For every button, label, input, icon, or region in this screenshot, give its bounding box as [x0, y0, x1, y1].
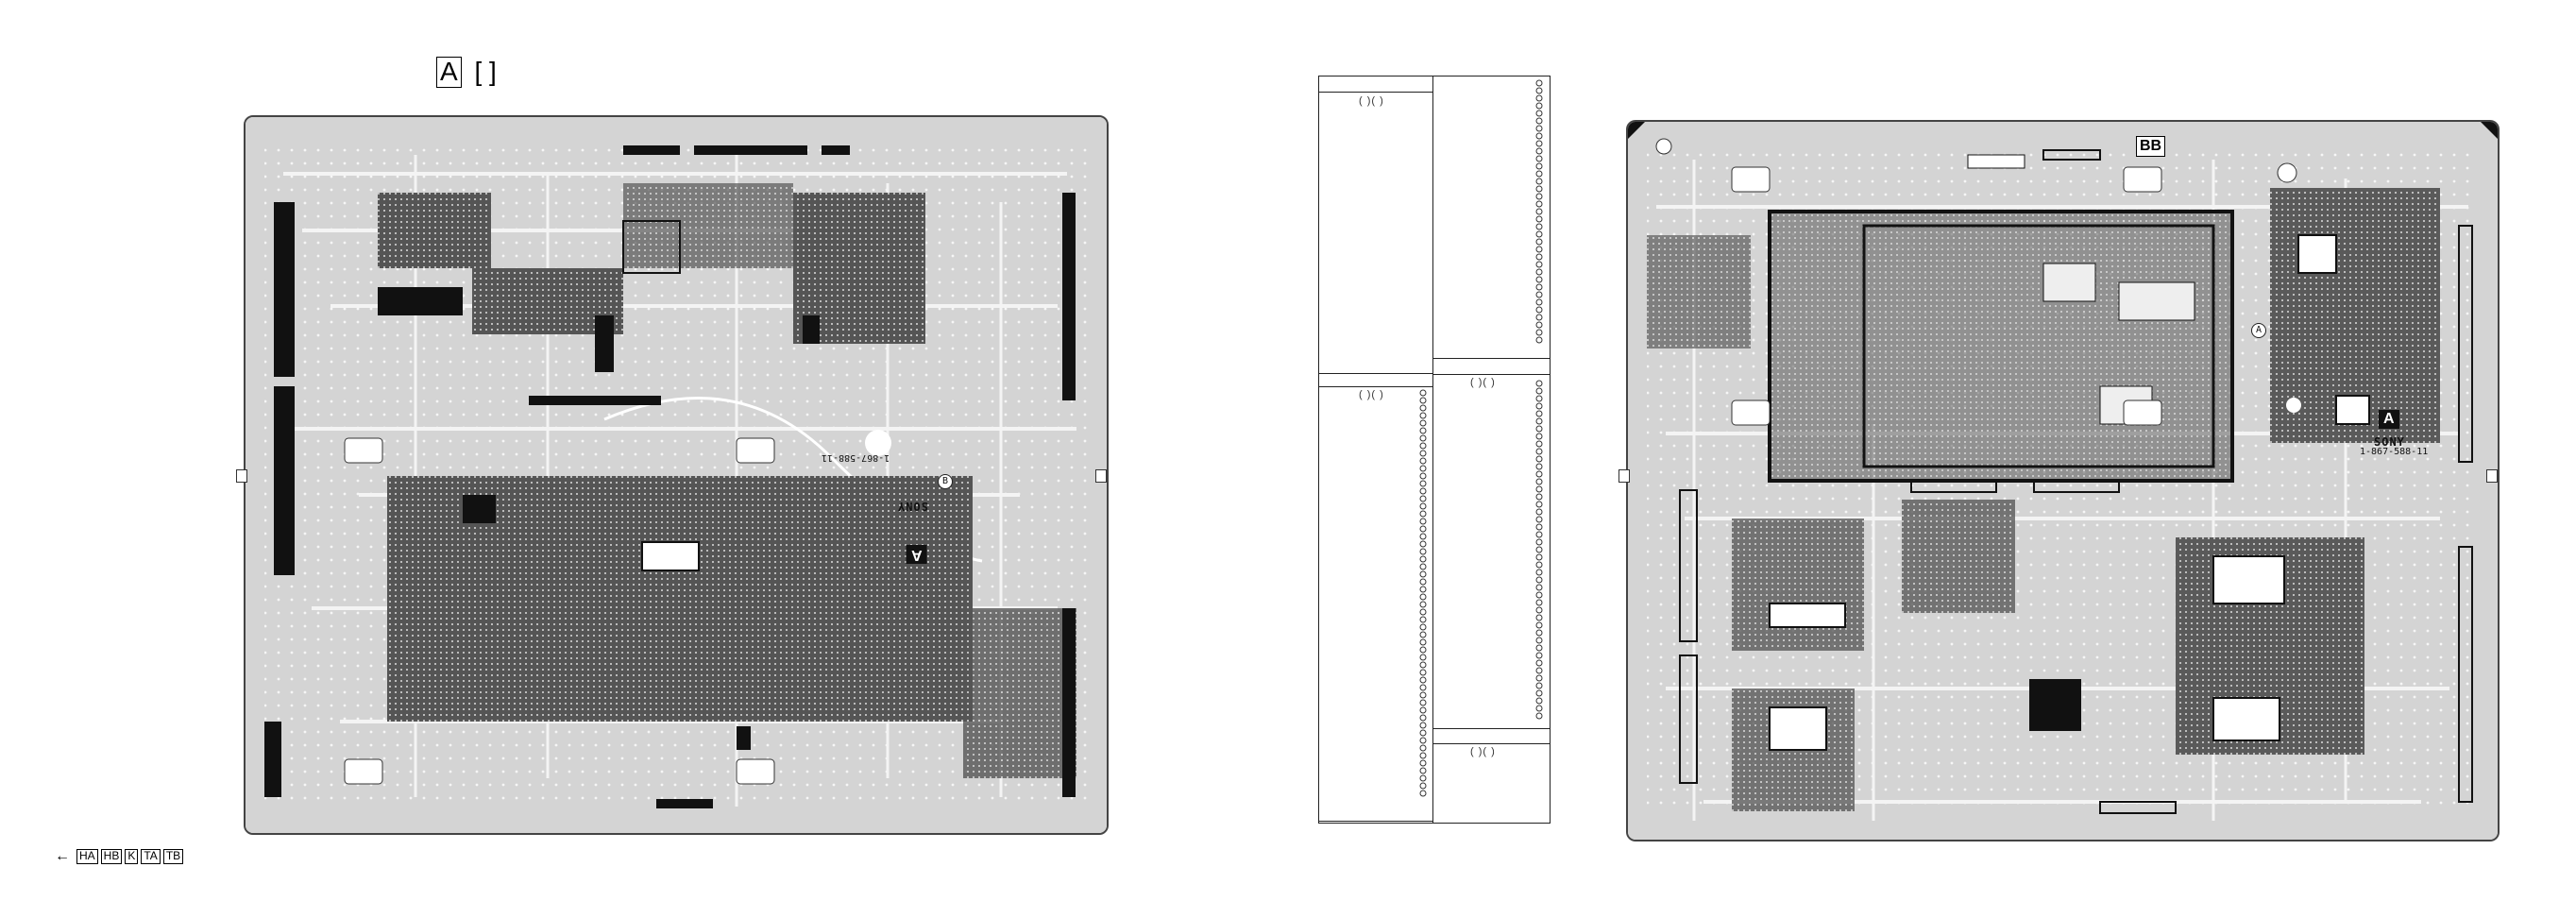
board-tag-left: A: [907, 545, 927, 564]
board-tag-a: A: [436, 57, 462, 88]
table-cell-header: ( )( ): [1470, 746, 1496, 757]
table-cell-header: ( )( ): [1359, 389, 1384, 400]
board-code-left: 1-867-588-11: [822, 452, 890, 463]
table-divider: [1432, 374, 1550, 375]
nav-link-k[interactable]: K: [125, 849, 139, 864]
notch-left-outer: [236, 469, 247, 483]
board-header-label: A [ ]: [436, 57, 497, 88]
circle-marker-right: A: [2251, 323, 2266, 338]
table-col-left: [1319, 76, 1433, 823]
table-cell-header: ( )( ): [1359, 95, 1384, 107]
board-header-bracket: [ ]: [474, 57, 497, 86]
circle-marker-left: B: [938, 474, 953, 489]
notch-right-inner: [2486, 469, 2498, 483]
table-pin-column: [1419, 79, 1543, 797]
bb-marker: BB: [2136, 136, 2166, 157]
board-code-right: 1-867-588-11: [2360, 447, 2429, 457]
pcb-board-left: 1-867-588-11 SONY A B: [244, 115, 1109, 835]
pcb-left-traces: [246, 117, 1107, 833]
pcb-right-traces: [1628, 122, 2498, 840]
nav-link-tb[interactable]: TB: [162, 849, 184, 864]
notch-right-outer: [1618, 469, 1630, 483]
table-divider: [1432, 728, 1550, 729]
nav-link-hb[interactable]: HB: [100, 849, 123, 864]
table-cell-header: ( )( ): [1470, 377, 1496, 388]
table-divider: [1432, 358, 1550, 359]
table-divider: [1319, 92, 1432, 93]
sony-logo-right: SONY: [2374, 435, 2405, 449]
sony-logo-left: SONY: [897, 500, 928, 513]
notch-left-inner: [1095, 469, 1107, 483]
left-arrow-icon: ←: [55, 848, 70, 864]
board-tag-right: A: [2379, 410, 2399, 429]
nav-link-ha[interactable]: HA: [76, 849, 98, 864]
board-nav-links: ← HA HB K TA TB: [55, 848, 184, 865]
pcb-board-right: BB 1-867-588-11 SONY A A: [1626, 120, 2500, 842]
nav-link-ta[interactable]: TA: [141, 849, 161, 864]
table-divider: [1319, 386, 1432, 387]
table-divider: [1319, 821, 1432, 822]
parts-table: ( )( ) ( )( ) ( )( ) ( )( ): [1318, 76, 1551, 824]
table-divider: [1319, 373, 1432, 374]
table-divider: [1432, 743, 1550, 744]
